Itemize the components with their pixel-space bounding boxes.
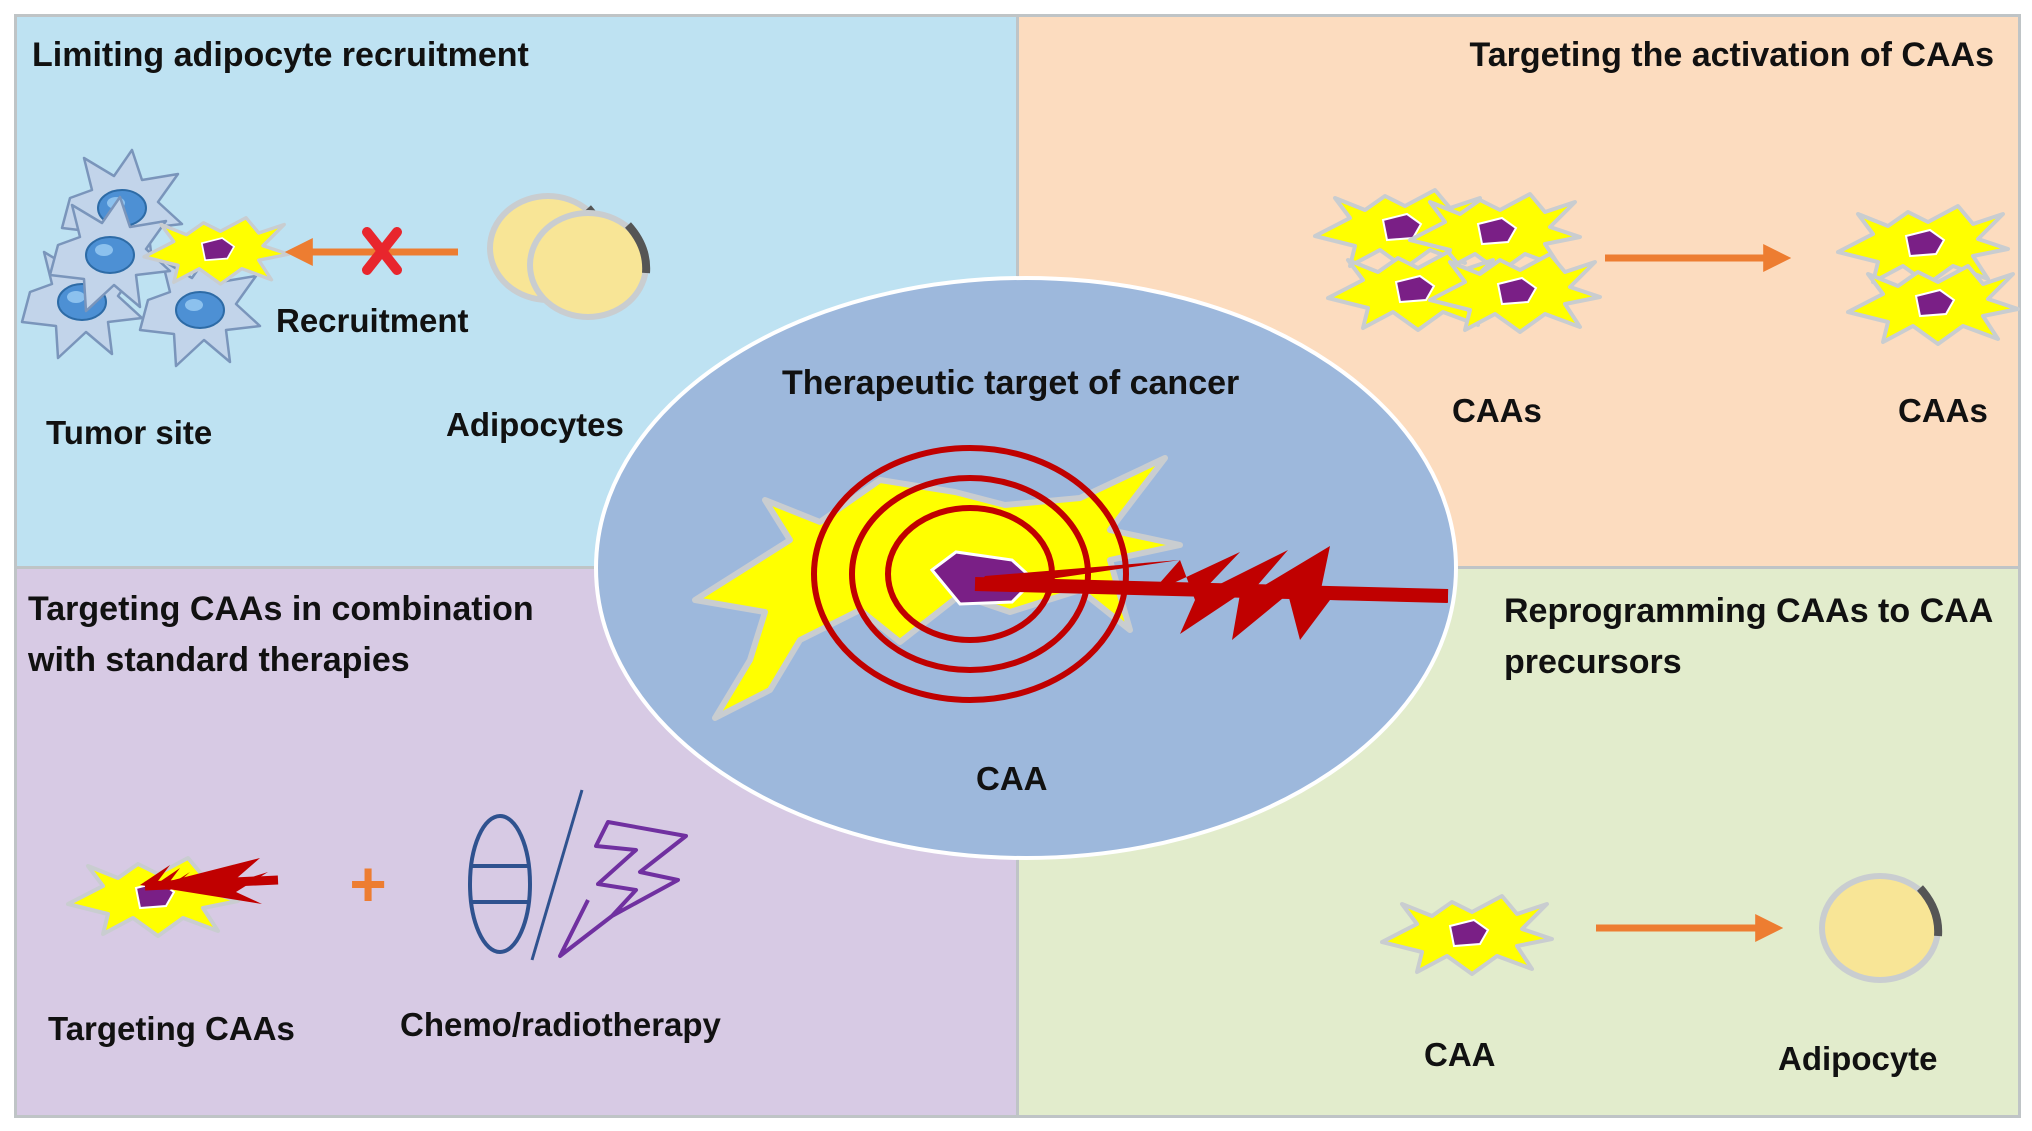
caa-cluster-icon	[1313, 188, 1602, 334]
bottom-left-title-line1: Targeting CAAs in combination	[28, 590, 534, 628]
bottom-left-title: Targeting CAAs in combination with stand…	[28, 584, 534, 686]
caa-pair-icon	[1836, 204, 2020, 346]
bottom-right-title: Reprogramming CAAs to CAA precursors	[1504, 586, 1993, 688]
center-title: Therapeutic target of cancer	[782, 364, 1240, 402]
caas-label-right: CAAs	[1898, 392, 1988, 429]
targeting-caas-label: Targeting CAAs	[48, 1010, 295, 1047]
adipocyte-label: Adipocyte	[1778, 1040, 1938, 1077]
divider-slash	[530, 789, 584, 961]
top-left-title: Limiting adipocyte recruitment	[32, 36, 529, 74]
targeted-caa-icon	[66, 856, 280, 938]
top-right-title: Targeting the activation of CAAs	[1469, 36, 1994, 74]
lightning-icon	[558, 820, 688, 958]
bottom-left-title-line2: with standard therapies	[28, 641, 410, 679]
adipocytes-label: Adipocytes	[446, 406, 624, 443]
caa-label: CAA	[1424, 1036, 1496, 1073]
svg-text:+: +	[349, 848, 386, 920]
chemo-radiotherapy-label: Chemo/radiotherapy	[400, 1006, 721, 1043]
target-arrow-icon	[974, 546, 1449, 640]
target-rings-icon	[811, 445, 1129, 703]
bottom-right-title-line1: Reprogramming CAAs to CAA	[1504, 592, 1994, 630]
adipocyte-icon	[1822, 876, 1938, 980]
plus-icon: +	[349, 848, 386, 920]
caa-icon	[1380, 894, 1554, 976]
tumor-site-label: Tumor site	[46, 414, 213, 451]
recruitment-label: Recruitment	[276, 302, 469, 339]
bottom-right-title-line2: precursors	[1504, 643, 1682, 681]
pill-icon	[468, 814, 532, 954]
blocked-arrow-icon	[284, 227, 458, 275]
center-caa-label: CAA	[976, 760, 1048, 797]
caas-label-left: CAAs	[1452, 392, 1542, 429]
adipocytes-icon	[490, 196, 646, 317]
